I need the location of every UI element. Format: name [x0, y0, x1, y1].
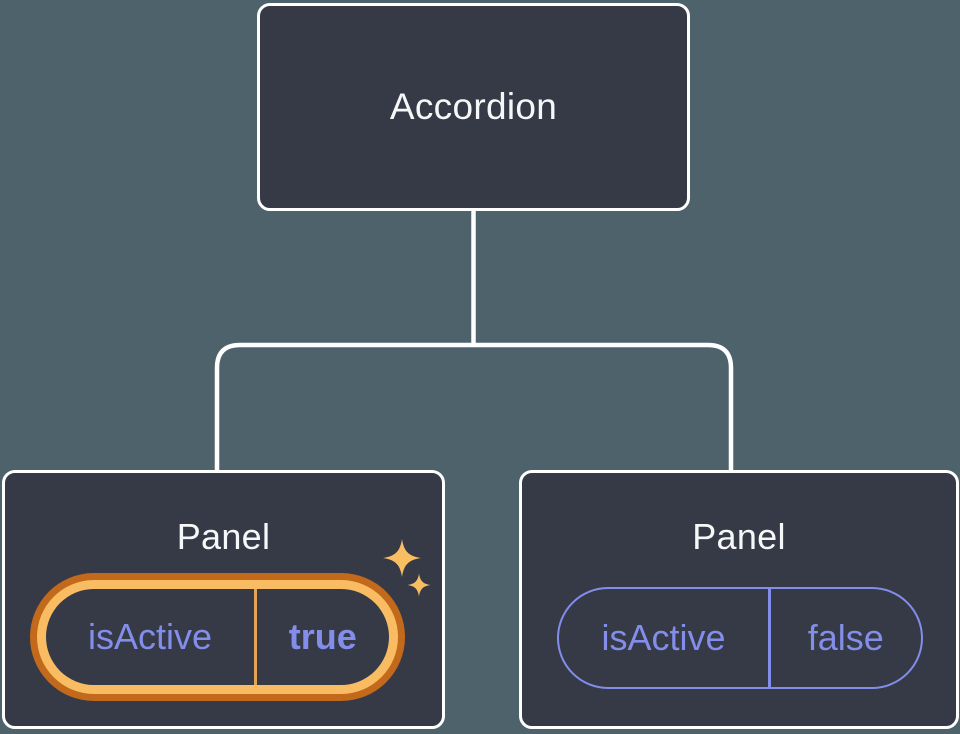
pill-divider — [768, 589, 771, 687]
sparkles-icon — [383, 539, 431, 597]
pill-divider — [254, 589, 257, 685]
sparkle-large — [383, 539, 421, 577]
accordion-node: Accordion — [257, 3, 690, 211]
connector-bracket — [214, 342, 734, 472]
panel-label: Panel — [692, 516, 786, 557]
state-value: true — [288, 616, 357, 657]
state-key: isActive — [601, 617, 726, 658]
state-key: isActive — [87, 616, 213, 657]
panel-label: Panel — [176, 516, 271, 557]
panel-node-active: Panel isActive true — [2, 470, 445, 729]
state-pill-highlight-ring-inner: isActive true — [37, 580, 398, 694]
panel-node-inactive: Panel isActive false — [519, 470, 959, 729]
accordion-label: Accordion — [389, 86, 558, 127]
state-pill-highlight-ring: isActive true — [30, 573, 405, 701]
sparkle-small — [407, 573, 431, 597]
state-pill-inactive: isActive false — [557, 587, 923, 689]
state-value: false — [807, 617, 884, 658]
state-pill-active: isActive true — [46, 589, 389, 685]
